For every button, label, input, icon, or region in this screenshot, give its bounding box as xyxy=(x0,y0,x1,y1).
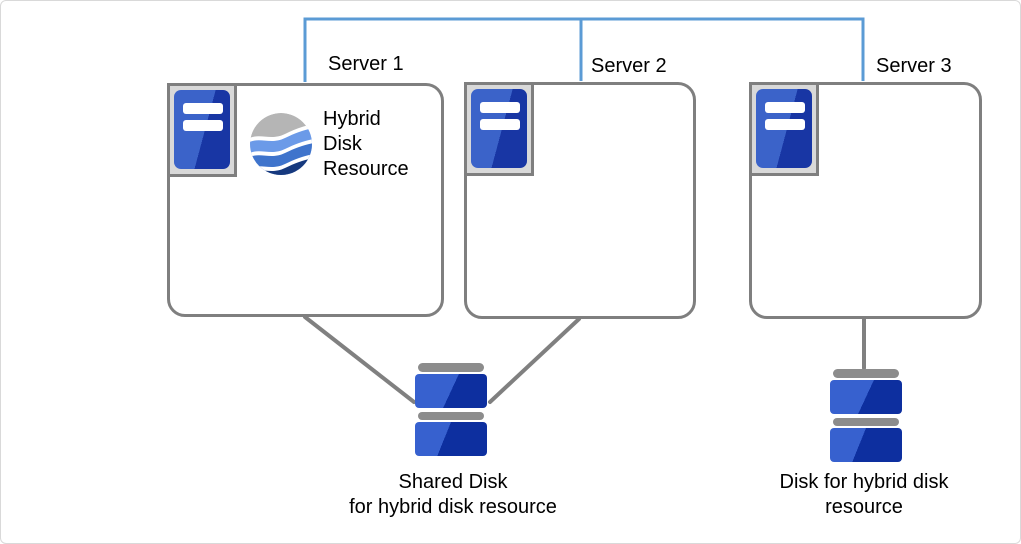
disk-body-lower xyxy=(415,422,487,456)
server2-label: Server 2 xyxy=(591,55,667,77)
server-icon-bar xyxy=(480,119,520,130)
hybrid-disk-resource-icon xyxy=(250,113,312,175)
disk-platter-bar xyxy=(418,412,484,420)
server1-icon xyxy=(167,83,237,177)
disk-body-upper xyxy=(830,380,902,414)
disk-platter-bar xyxy=(418,363,484,372)
shared-disk-label-line2: for hybrid disk resource xyxy=(349,496,557,518)
network-line xyxy=(303,17,865,82)
server1-label: Server 1 xyxy=(328,53,404,75)
connector-server2-shared-disk xyxy=(488,317,581,404)
server-icon-bar xyxy=(480,102,520,113)
hybrid-disk-icon xyxy=(830,369,902,462)
server2-icon xyxy=(464,82,534,176)
disk-body-upper xyxy=(415,374,487,408)
connector-server1-shared-disk xyxy=(303,315,416,404)
server-icon-bar xyxy=(765,102,805,113)
server3-icon xyxy=(749,82,819,176)
disk-body-lower xyxy=(830,428,902,462)
hybrid-label-line2: Disk xyxy=(323,133,362,155)
server-icon-body xyxy=(471,89,527,168)
server2-box xyxy=(464,82,696,319)
hybrid-disk-label: Disk for hybrid disk resource xyxy=(724,470,1004,520)
hybrid-label-line1: Hybrid xyxy=(323,108,381,130)
server-icon-bar xyxy=(183,120,223,131)
server-icon-bar xyxy=(183,103,223,114)
hybrid-disk-label-line2: resource xyxy=(825,496,903,518)
hybrid-disk-label-line1: Disk for hybrid disk xyxy=(779,471,949,493)
server-icon-body xyxy=(174,90,230,169)
disk-platter-bar xyxy=(833,369,899,378)
server-icon-bar xyxy=(765,119,805,130)
hybrid-label-line3: Resource xyxy=(323,158,409,180)
shared-disk-label: Shared Disk for hybrid disk resource xyxy=(313,470,593,520)
shared-disk-icon xyxy=(415,363,487,456)
shared-disk-label-line1: Shared Disk xyxy=(398,471,508,493)
server-icon-body xyxy=(756,89,812,168)
server3-label: Server 3 xyxy=(876,55,952,77)
hybrid-disk-resource-label: Hybrid Disk Resource xyxy=(323,107,409,182)
disk-platter-bar xyxy=(833,418,899,426)
